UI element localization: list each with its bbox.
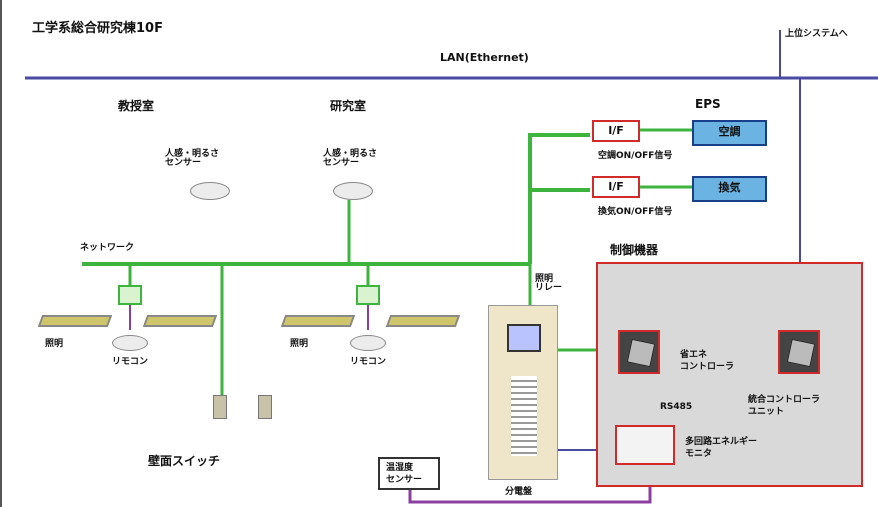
lan-label: LAN(Ethernet) [440,51,529,64]
control-group-title: 制御機器 [610,243,659,257]
light-right-label: 照明 [290,339,309,349]
if-box-2: I/F [592,176,640,198]
panel-caption: 分電盤 [505,487,533,497]
remote-right-icon [350,335,386,351]
wall-switch-1-icon [213,395,227,419]
integrated-unit-label: 統合コントローラ ユニット [748,395,821,417]
sensor-left-label: 人感・明るさ センサー [165,149,220,168]
light-1-icon [37,315,113,327]
sensor-right-icon [333,182,373,200]
aircon-desc: 空調ON/OFF信号 [598,151,673,161]
page-title: 工学系総合研究棟10F [32,21,163,36]
light-left-label: 照明 [45,339,64,349]
breaker-rows [511,376,537,456]
ventilation-box: 換気 [692,176,767,202]
eco-controller-icon [618,330,660,374]
network-label: ネットワーク [80,243,135,253]
panel-relay-icon [507,324,541,352]
relay-right-icon [356,285,380,305]
room-right-label: 研究室 [330,99,367,113]
if-box-1: I/F [592,120,640,142]
ventilation-desc: 換気ON/OFF信号 [598,207,673,217]
rs485-label: RS485 [660,402,693,412]
remote-right-label: リモコン [350,357,387,367]
panel-top-label: 照明 リレー [535,274,563,293]
network-up-line [528,133,590,264]
light-3-icon [280,315,356,327]
wall-switch-2-icon [258,395,272,419]
integrated-unit-icon [778,330,820,374]
temp-sensor-label: 温湿度 センサー [386,463,423,485]
sensor-left-icon [190,182,230,200]
relay-left-icon [118,285,142,305]
eco-controller-label: 省エネ コントローラ [680,350,735,372]
room-left-label: 教授室 [118,99,155,113]
eps-label: EPS [695,97,721,111]
wall-switch-label: 壁面スイッチ [148,454,221,468]
control-group-box [596,262,863,487]
light-2-icon [142,315,218,327]
energy-monitor-icon [615,425,675,465]
remote-left-label: リモコン [112,357,149,367]
distribution-panel [488,305,558,480]
remote-left-icon [112,335,148,351]
energy-monitor-label: 多回路エネルギー モニタ [685,437,758,459]
temp-sensor-box: 温湿度 センサー [378,457,440,490]
light-4-icon [385,315,461,327]
wan-label: 上位システムへ [785,29,848,39]
aircon-box: 空調 [692,120,767,146]
sensor-right-label: 人感・明るさ センサー [323,149,378,168]
